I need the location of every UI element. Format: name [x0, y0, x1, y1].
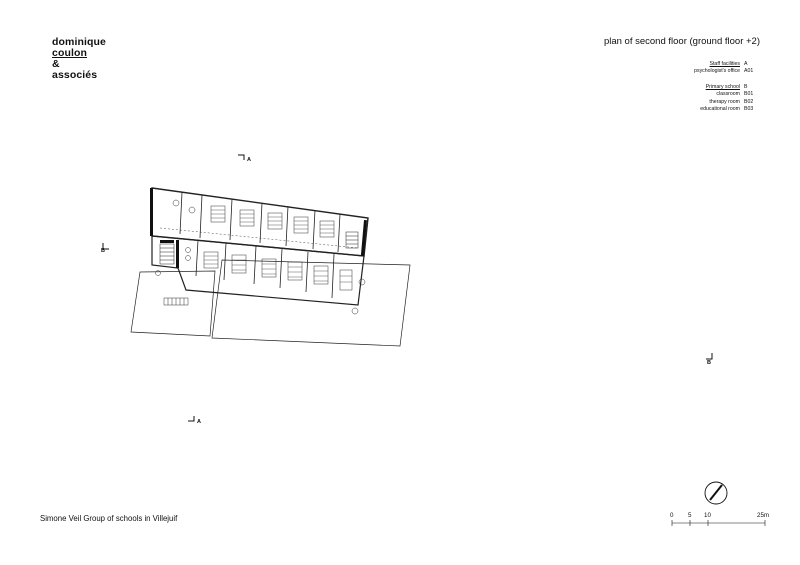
section-b-right-arrow — [706, 353, 713, 360]
legend-item: classroom B01 — [716, 91, 754, 98]
plan-title: plan of second floor (ground floor +2) — [603, 36, 760, 47]
legend-group-header: Primary school B — [705, 83, 748, 90]
logo-line-1: dominique — [52, 36, 106, 48]
project-name: Simone Veil Group of schools in Villejui… — [40, 514, 178, 523]
stair-wall — [160, 240, 174, 243]
section-a-bottom-arrow — [188, 416, 195, 422]
section-b-left-arrow — [102, 243, 109, 250]
scale-label-5: 5 — [688, 512, 692, 519]
terrace-right — [211, 259, 411, 347]
legend-item: psychologist's office A01 — [694, 68, 754, 75]
logo-line-4: associés — [52, 69, 98, 81]
legend-group-header: Staff facilities A — [709, 61, 748, 67]
logo-line-2: coulon — [52, 47, 88, 59]
legend-item: educational room B03 — [700, 106, 754, 113]
section-a-top-arrow — [238, 154, 245, 160]
logo-line-3: & — [52, 58, 60, 70]
lower-wing — [151, 235, 365, 306]
section-b-right-label: B — [707, 360, 711, 366]
scale-bar — [671, 520, 766, 526]
scale-label-25m: 25m — [757, 512, 770, 519]
wall-east — [360, 220, 367, 257]
legend-item: therapy room B02 — [709, 98, 754, 105]
room-legend: Staff facilities A psychologist's office… — [694, 61, 760, 113]
north-arrow-icon — [704, 481, 728, 505]
core-wall — [176, 240, 179, 268]
section-b-left-label: B — [101, 248, 105, 254]
corridor-axis — [159, 227, 359, 249]
section-a-bottom-label: A — [197, 419, 201, 425]
scale-label-10: 10 — [704, 512, 711, 519]
wall-west — [150, 188, 153, 236]
section-a-top-label: A — [247, 157, 251, 163]
terrace-left — [130, 270, 216, 337]
scale-label-0: 0 — [670, 512, 674, 519]
firm-logo: dominique coulon & associés — [52, 37, 106, 81]
